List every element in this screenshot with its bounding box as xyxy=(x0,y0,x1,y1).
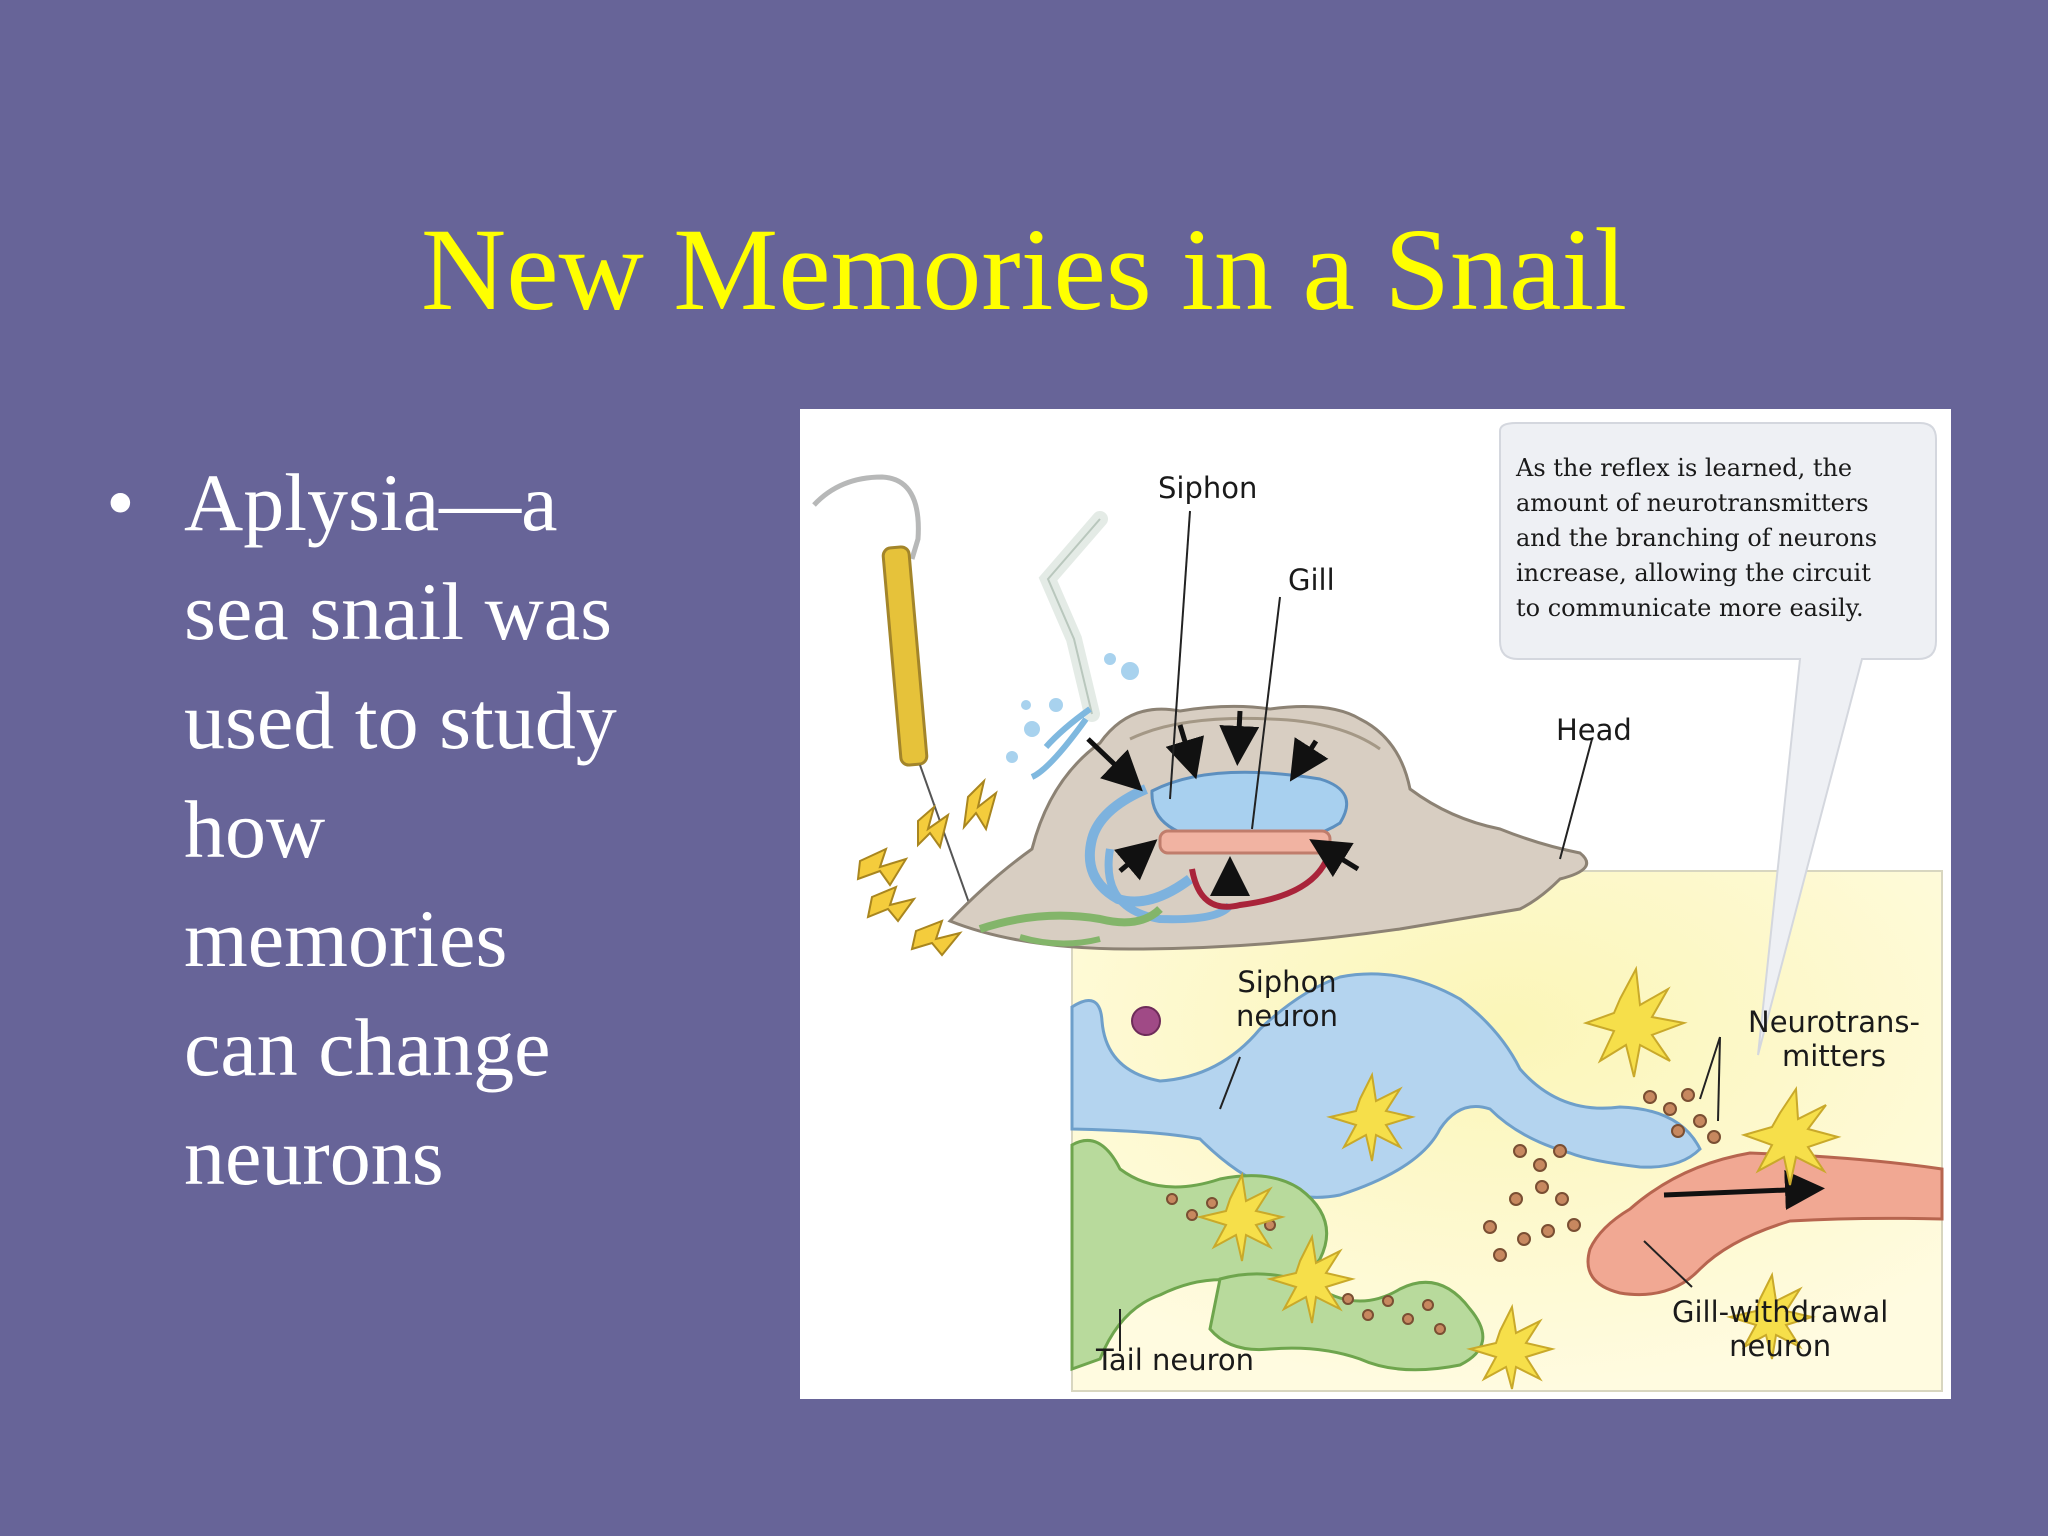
label-siphon-neuron-line2: neuron xyxy=(1236,999,1339,1033)
bullet-item: • Aplysia—a sea snail was used to study … xyxy=(100,448,720,1211)
callout-line: and the branching of neurons xyxy=(1516,524,1878,552)
callout-text: As the reflex is learned, the amount of … xyxy=(1516,451,1916,626)
leader-lines xyxy=(1119,510,1721,1351)
shock-bolts xyxy=(856,777,998,957)
siphon-neuron xyxy=(1070,972,1702,1199)
diagram-illustration xyxy=(812,422,1944,1392)
label-head: Head xyxy=(1556,713,1632,747)
stimulator-wire xyxy=(812,474,921,560)
bullet-list: • Aplysia—a sea snail was used to study … xyxy=(100,448,720,1211)
label-siphon-neuron-line1: Siphon xyxy=(1237,965,1337,999)
label-siphon: Siphon xyxy=(1158,471,1258,505)
stimulator-probe xyxy=(881,545,929,767)
label-gill-withdrawal-neuron: Gill-withdrawal neuron xyxy=(1672,1295,1888,1363)
label-gill-withdrawal-line1: Gill-withdrawal xyxy=(1672,1295,1889,1329)
bullet-line: memories xyxy=(184,893,508,984)
bullet-line: neurons xyxy=(184,1111,444,1202)
bullet-dot-icon: • xyxy=(106,457,135,548)
gill-organ xyxy=(1158,829,1332,855)
bullet-line: sea snail was xyxy=(184,566,613,657)
bullet-line: how xyxy=(184,784,326,875)
vesicles xyxy=(1483,1088,1721,1262)
synapse-starbursts xyxy=(1196,965,1842,1390)
label-neurotransmitters-line2: mitters xyxy=(1782,1039,1886,1073)
callout-line: to communicate more easily. xyxy=(1516,594,1864,622)
label-neurotransmitters-line1: Neurotrans- xyxy=(1748,1005,1920,1039)
label-neurotransmitters: Neurotrans- mitters xyxy=(1748,1005,1920,1073)
gill-withdrawal-neuron xyxy=(1586,1151,1944,1297)
aplysia-diagram: Siphon Gill Head Siphon neuron Neurotran… xyxy=(800,409,1951,1399)
callout-line: amount of neurotransmitters xyxy=(1516,489,1869,517)
slide-title: New Memories in a Snail xyxy=(421,204,1627,335)
bullet-line: used to study xyxy=(184,675,617,766)
label-siphon-neuron: Siphon neuron xyxy=(1236,965,1338,1033)
label-gill-withdrawal-line2: neuron xyxy=(1729,1329,1832,1363)
callout-bubble xyxy=(1499,422,1937,1056)
callout-line: As the reflex is learned, the xyxy=(1516,454,1853,482)
callout-line: increase, allowing the circuit xyxy=(1516,559,1871,587)
label-gill: Gill xyxy=(1288,563,1335,597)
bullet-line: can change xyxy=(184,1002,551,1093)
bullet-line: Aplysia—a xyxy=(184,457,558,548)
label-tail-neuron: Tail neuron xyxy=(1096,1343,1255,1377)
contraction-arrows xyxy=(1086,710,1360,896)
